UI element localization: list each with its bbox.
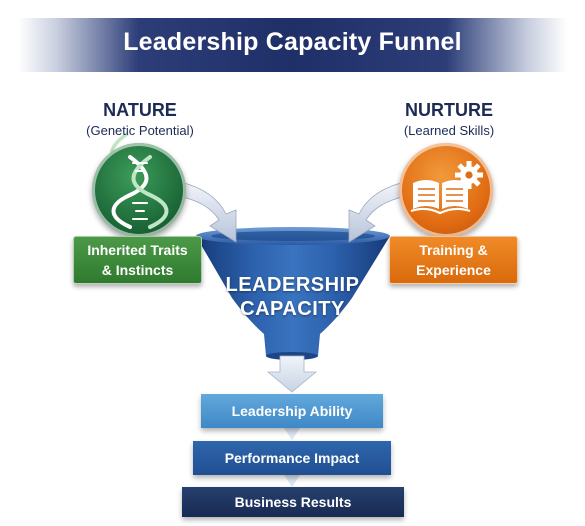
- nature-label: Inherited Traits & Instincts: [87, 242, 188, 278]
- connector-arrow-icon: [284, 475, 300, 487]
- connector-arrow-icon: [284, 428, 300, 440]
- nurture-subheading: (Learned Skills): [403, 123, 495, 138]
- result-label: Business Results: [234, 494, 352, 510]
- nature-arrow-icon: [177, 181, 237, 243]
- result-box-performance-impact: Performance Impact: [193, 441, 391, 475]
- funnel-label-line2: CAPACITY: [240, 298, 345, 320]
- page-title: Leadership Capacity Funnel: [123, 28, 462, 56]
- result-label: Performance Impact: [224, 450, 360, 466]
- nature-subheading: (Genetic Potential): [86, 123, 194, 138]
- dna-icon: [111, 155, 169, 229]
- nurture-label: Training & Experience: [416, 242, 491, 278]
- funnel-shape: [196, 227, 390, 360]
- nature-heading: NATURE: [103, 100, 177, 120]
- nurture-label-box: Training & Experience: [389, 236, 518, 284]
- nature-label-box: Inherited Traits & Instincts: [73, 236, 202, 284]
- book-gear-icon: [410, 161, 483, 215]
- result-box-business-results: Business Results: [182, 487, 404, 517]
- nurture-heading: NURTURE: [405, 100, 493, 120]
- result-box-leadership-ability: Leadership Ability: [201, 394, 383, 428]
- down-arrow-icon: [266, 355, 318, 393]
- nurture-arrow-icon: [348, 181, 408, 243]
- result-label: Leadership Ability: [231, 403, 353, 419]
- funnel-label-line1: LEADERSHIP: [225, 274, 360, 296]
- title-banner: [18, 18, 567, 72]
